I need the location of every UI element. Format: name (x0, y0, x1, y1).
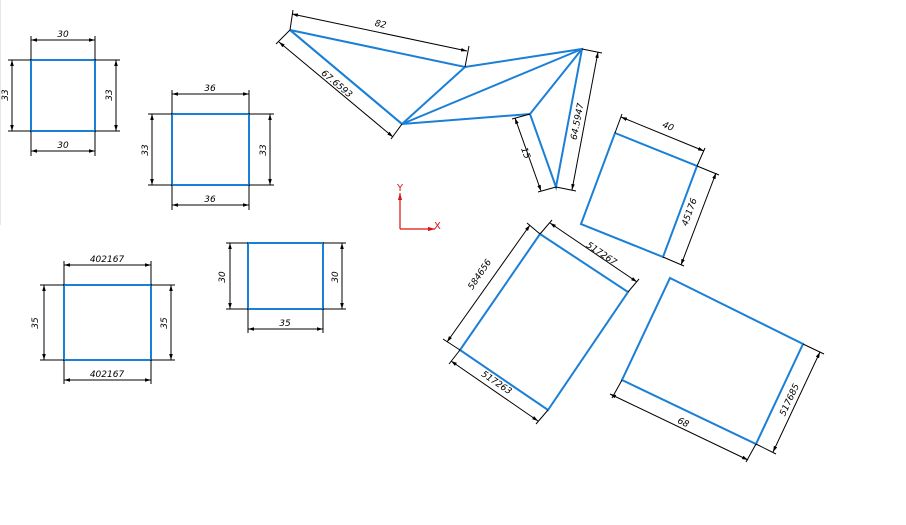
rotated-rectangle-584656[interactable]: 584656 517267 517263 (442, 219, 640, 425)
dimension-right: 33 (249, 113, 274, 186)
y-axis-label: Y (396, 183, 404, 194)
square-36x33[interactable]: 36 36 33 33 (141, 84, 274, 210)
dimension-bottom: 36 (171, 185, 250, 210)
dimension-left: 33 (141, 113, 172, 186)
svg-text:82: 82 (374, 19, 388, 31)
svg-text:30: 30 (218, 271, 228, 283)
square-outline (30, 59, 96, 132)
svg-text:40: 40 (661, 120, 676, 134)
svg-text:517267: 517267 (584, 241, 618, 269)
svg-text:584656: 584656 (467, 258, 495, 292)
dimension-15: 15 (511, 113, 557, 193)
dimension-left: 30 (218, 242, 248, 310)
dimension-68: 68 (609, 379, 757, 463)
svg-text:402167: 402167 (90, 370, 125, 380)
svg-text:30: 30 (57, 30, 69, 40)
dimension-top: 36 (171, 84, 250, 114)
svg-text:67.6593: 67.6593 (319, 69, 354, 101)
dimension-517267: 517267 (539, 219, 640, 293)
svg-text:30: 30 (57, 141, 69, 151)
svg-text:33: 33 (1, 89, 11, 101)
rectangle-outline (620, 276, 805, 446)
svg-text:36: 36 (204, 195, 216, 205)
svg-text:68: 68 (676, 416, 691, 430)
dimension-left: 35 (31, 284, 64, 361)
x-axis-label: X (434, 221, 441, 232)
svg-text:35: 35 (160, 317, 170, 329)
dimension-left: 33 (1, 59, 31, 132)
dimension-67-6593: 67.6593 (275, 29, 403, 140)
square-outline (63, 284, 152, 361)
rotated-rectangle-68[interactable]: 68 517685 (609, 276, 825, 463)
svg-text:30: 30 (331, 271, 341, 283)
svg-text:35: 35 (279, 319, 291, 329)
svg-text:402167: 402167 (90, 255, 125, 265)
square-outline (171, 113, 250, 186)
svg-text:33: 33 (105, 89, 115, 101)
rotated-rectangle-40[interactable]: 40 45176 (579, 113, 720, 267)
dimension-right: 33 (95, 59, 120, 132)
svg-text:64.5947: 64.5947 (570, 102, 587, 141)
rectangle-outline (579, 131, 699, 259)
svg-text:36: 36 (204, 84, 216, 94)
dimension-right: 30 (323, 242, 346, 310)
dimension-top: 402167 (63, 255, 152, 285)
dimension-517263: 517263 (448, 349, 549, 425)
triangulated-polygon[interactable]: 82 67.6593 64.5947 15 (275, 9, 603, 193)
dimension-584656: 584656 (442, 222, 541, 351)
square-402167x35[interactable]: 402167 402167 35 35 (31, 255, 175, 384)
square-35x30[interactable]: 30 30 35 (218, 242, 346, 333)
dimension-right: 35 (151, 284, 175, 361)
square-outline (247, 242, 324, 310)
dimension-bottom: 35 (247, 309, 324, 333)
svg-text:33: 33 (141, 144, 151, 156)
square-30x33[interactable]: 30 30 33 33 (1, 30, 120, 156)
dimension-517685: 517685 (755, 343, 825, 455)
coordinate-axes-indicator: Y X (396, 183, 441, 232)
dimension-82: 82 (289, 9, 470, 68)
svg-text:35: 35 (31, 317, 41, 329)
svg-text:33: 33 (259, 144, 269, 156)
svg-text:15: 15 (518, 146, 531, 160)
dimension-bottom: 402167 (63, 360, 152, 384)
dimension-top: 30 (30, 30, 96, 60)
polygon-outline (289, 29, 584, 191)
dimension-bottom: 30 (30, 131, 96, 156)
dimension-40: 40 (614, 113, 706, 167)
